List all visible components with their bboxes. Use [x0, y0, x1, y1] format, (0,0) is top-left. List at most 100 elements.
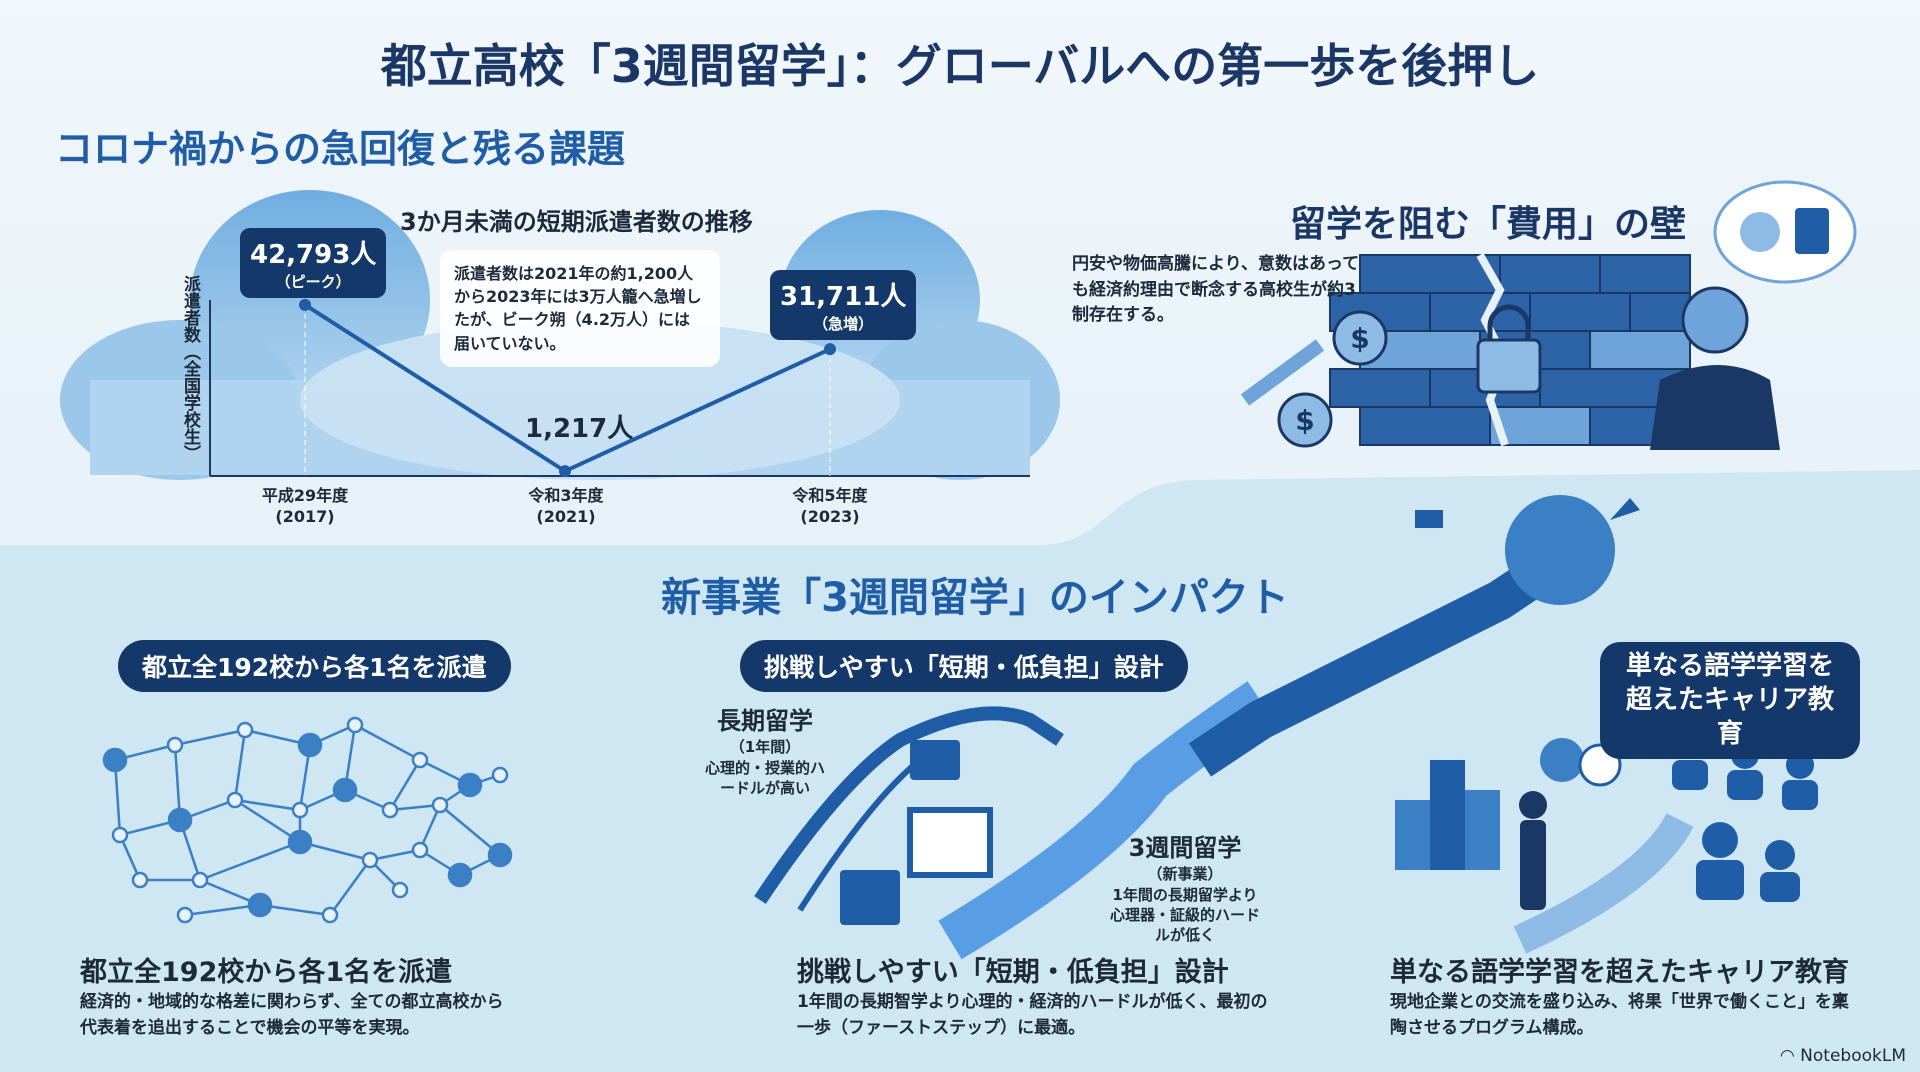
- school-node: [111, 826, 129, 844]
- school-network: [102, 716, 513, 924]
- col1-text: 経済的・地域的な格差に関わらず、全ての都立高校から代表着を追出することで機会の平…: [80, 992, 504, 1038]
- school-node: [487, 842, 513, 868]
- network-link: [234, 798, 301, 812]
- long-study-title: 長期留学: [717, 707, 813, 735]
- passport-icon: [1795, 208, 1829, 254]
- network-link: [369, 848, 421, 862]
- svg-text:$: $: [1295, 404, 1314, 437]
- short-study-sub: （新事業）: [1147, 865, 1223, 884]
- x-tick-year: (2021): [536, 506, 596, 526]
- wall-illustration: $ $: [1240, 180, 1857, 450]
- short-study-desc: 1年間の長期留学より心理器・証級的ハードルが低く: [1110, 885, 1261, 945]
- svg-text:$: $: [1350, 322, 1369, 355]
- data-point: [299, 298, 311, 311]
- col2-text: 1年間の長期智学より心理的・経済的ハードルが低く、最初の一歩（ファーストステップ…: [797, 992, 1268, 1038]
- chart-title: 3か月未満の短期派遣者数の推移: [400, 208, 753, 236]
- x-tick-2017: 平成29年度(2017): [235, 486, 375, 528]
- section-heading-impact: 新事業「3週間留学」のインパクト: [661, 575, 1289, 621]
- school-node: [411, 751, 429, 769]
- section-heading-recovery: コロナ禍からの急回復と残る課題: [55, 127, 626, 171]
- col1-pill: 都立全192校から各1名を派遣: [118, 640, 511, 692]
- x-tick-2023: 令和5年度(2023): [760, 486, 900, 528]
- callout-2021: 1,217人: [525, 414, 634, 444]
- network-link: [199, 840, 301, 882]
- col3-bubble: 単なる語学学習を超えたキャリア教育: [1600, 642, 1860, 760]
- coin-icon: [1332, 310, 1388, 366]
- x-tick-era: 平成29年度: [261, 486, 349, 505]
- books-icon: [907, 807, 993, 878]
- data-point: [824, 343, 836, 356]
- short-study-title: 3週間留学: [1128, 834, 1242, 862]
- thought-bubble: [1713, 180, 1857, 284]
- callout-value: 42,793人: [250, 240, 377, 270]
- school-node: [166, 736, 184, 754]
- col3-text: 現地企業との交流を盛り込み、将果「世界で働くこと」を稟陶させるプログラム構成。: [1390, 992, 1849, 1038]
- school-node: [381, 801, 399, 819]
- callout-sub: （急増）: [813, 315, 874, 333]
- lock-icon: [1476, 338, 1542, 394]
- school-node: [447, 862, 473, 888]
- brand-label: NotebookLM: [1800, 1046, 1906, 1066]
- network-link: [354, 723, 421, 762]
- school-node: [191, 871, 209, 889]
- cost-wall-title: 留学を阻む「費用」の壁: [1290, 204, 1687, 245]
- worried-student: [1650, 365, 1780, 450]
- school-node: [431, 796, 449, 814]
- globe-icon: [1505, 495, 1615, 605]
- ladder-and-path-illustration: [754, 495, 1640, 960]
- x-tick-era: 令和3年度: [528, 486, 604, 505]
- career-illustration: [1395, 731, 1818, 954]
- long-study-sub: （1年間）: [729, 738, 801, 757]
- network-link: [388, 759, 422, 811]
- callout-2017: 42,793人 （ピーク）: [240, 228, 387, 298]
- network-link: [328, 859, 372, 916]
- col2-pill: 挑戦しやすい「短期・低負担」設計: [740, 640, 1188, 692]
- school-node: [167, 807, 193, 833]
- school-node: [297, 732, 323, 758]
- x-tick-year: (2017): [275, 506, 335, 526]
- airplane-icon: [1610, 498, 1640, 520]
- long-study-desc: 心理的・授業的ハードルが高い: [704, 758, 825, 797]
- network-link: [113, 759, 122, 836]
- callout-2023: 31,711人 （急増）: [770, 270, 917, 340]
- chart-note: 派遣者数は2021年の約1,200人から2023年には3万人籠へ急増したが、ビー…: [440, 250, 720, 367]
- x-tick-2021: 令和3年度(2021): [496, 486, 636, 528]
- suitcase-icon: [910, 740, 960, 780]
- chart-y-label: 派遣者数（全国学校生）: [180, 275, 200, 462]
- school-node: [457, 772, 483, 798]
- book-icon: [1415, 510, 1443, 528]
- school-node: [321, 906, 339, 924]
- callout-sub: （ピーク）: [275, 273, 351, 291]
- school-node: [491, 766, 509, 784]
- network-link: [234, 798, 301, 844]
- cost-wall-text: 円安や物価高騰により、意数はあっても経済約理由で断念する高校生が約3制存在する。: [1072, 254, 1360, 325]
- x-tick-year: (2023): [800, 506, 860, 526]
- network-link: [174, 728, 246, 747]
- data-point: [559, 465, 571, 478]
- school-node: [131, 871, 149, 889]
- school-node: [411, 841, 429, 859]
- school-node: [332, 777, 358, 803]
- col2-heading: 挑戦しやすい「短期・低負担」設計: [797, 957, 1229, 988]
- network-link: [184, 903, 261, 917]
- notebooklm-brand: ◠ NotebookLM: [1779, 1046, 1906, 1066]
- school-node: [361, 851, 379, 869]
- student-figure: [1520, 820, 1546, 910]
- school-node: [226, 791, 244, 809]
- page-title: 都立高校「3週間留学」：グローバルへの第一歩を後押し: [380, 39, 1540, 93]
- building-icon: [1395, 800, 1435, 870]
- long-study-label: 長期留学 （1年間） 心理的・授業的ハードルが高い: [700, 705, 830, 798]
- school-node: [176, 906, 194, 924]
- short-study-label: 3週間留学 （新事業） 1年間の長期留学より心理器・証級的ハードルが低く: [1110, 832, 1260, 945]
- sad-face-icon: [1740, 212, 1780, 252]
- network-link: [233, 729, 247, 801]
- school-node: [346, 716, 364, 734]
- network-link: [439, 804, 501, 856]
- school-node: [236, 721, 254, 739]
- callout-value: 31,711人: [780, 282, 907, 312]
- school-node: [391, 881, 409, 899]
- x-tick-era: 令和5年度: [792, 486, 868, 505]
- question-bubble-icon: [1540, 738, 1584, 782]
- col1-heading: 都立全192校から各1名を派遣: [80, 957, 453, 988]
- network-link: [389, 803, 441, 812]
